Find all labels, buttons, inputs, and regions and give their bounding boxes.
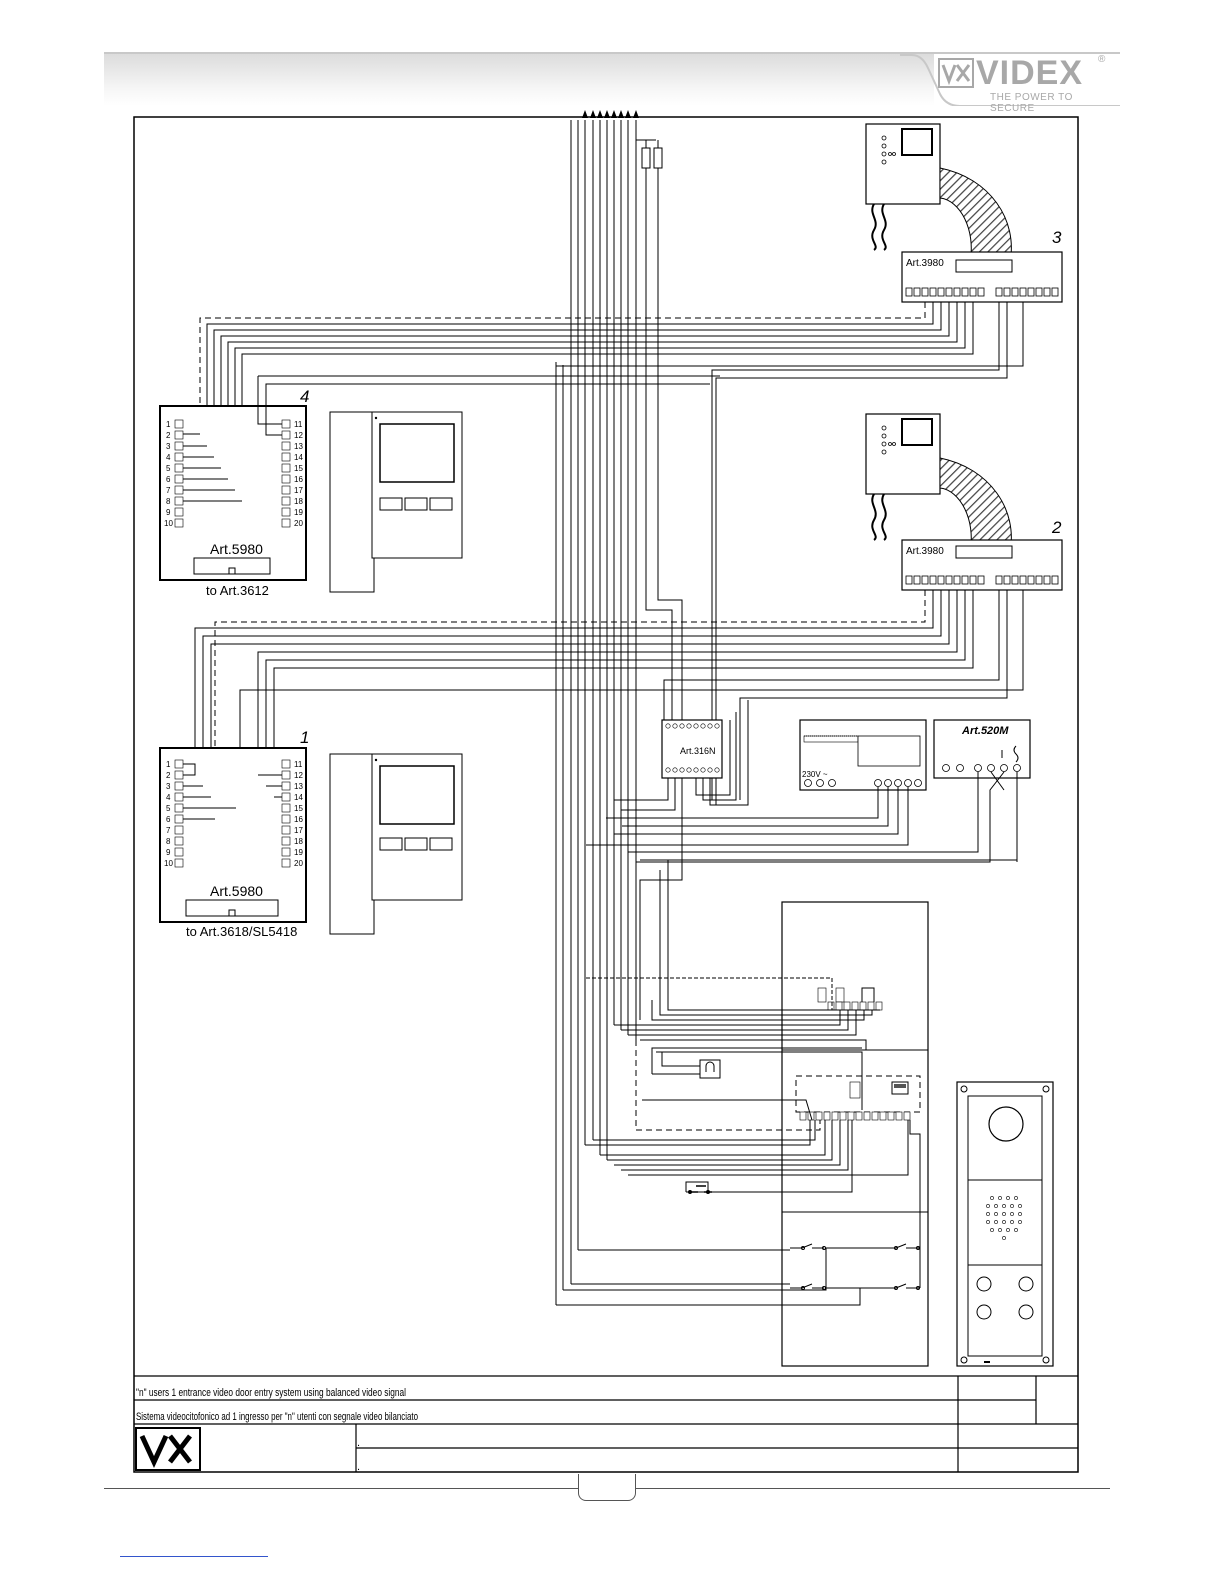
svg-text:18: 18 [294, 837, 303, 846]
svg-text:15: 15 [294, 464, 303, 473]
title-dot-2: . [357, 1461, 360, 1473]
unit-4-number: 4 [300, 387, 309, 406]
relay-520m [628, 719, 1031, 863]
svg-text:9: 9 [166, 848, 171, 857]
unit-1-terminals-left: 1 2 3 4 5 6 7 8 9 10 [164, 760, 173, 868]
svg-text:5: 5 [166, 464, 171, 473]
wires-monitor-3 [199, 302, 1024, 805]
svg-text:1: 1 [166, 760, 171, 769]
svg-text:16: 16 [294, 475, 303, 484]
svg-text:5: 5 [166, 804, 171, 813]
wires-entrance [556, 860, 921, 1306]
svg-text:8: 8 [166, 497, 171, 506]
monitor-3-module: Art.3980 [906, 258, 944, 269]
unit-1-module: Art.5980 [210, 883, 263, 899]
unit-4-terminals-left: 1 2 3 4 5 6 7 8 9 10 [164, 420, 173, 528]
bottom-link-underline [120, 1556, 268, 1557]
svg-text:6: 6 [166, 815, 171, 824]
svg-text:12: 12 [294, 431, 303, 440]
monitor-2-number: 2 [1051, 518, 1062, 537]
unit-1-panel [159, 747, 307, 923]
unit-4-panel [159, 376, 710, 581]
svg-text:9: 9 [166, 508, 171, 517]
entrance-wiring-box [781, 901, 929, 1367]
svg-text:1: 1 [166, 420, 171, 429]
svg-text:10: 10 [164, 859, 173, 868]
unit-4-terminals-right: 11 12 13 14 15 16 17 18 19 20 [294, 420, 303, 528]
videx-logo: VIDEX ® THE POWER TO SECURE [938, 54, 1108, 114]
monitor-2 [865, 413, 1063, 591]
svg-text:20: 20 [294, 519, 303, 528]
terminator-resistors [641, 140, 683, 720]
svg-text:20: 20 [294, 859, 303, 868]
svg-text:14: 14 [294, 453, 303, 462]
title-block-frame [134, 1375, 1078, 1472]
svg-text:17: 17 [294, 826, 303, 835]
svg-text:13: 13 [294, 442, 303, 451]
svg-text:7: 7 [166, 826, 171, 835]
unit-1-subtitle: to Art.3618/SL5418 [186, 924, 297, 939]
videophone-4 [329, 411, 463, 593]
riser-arrows [582, 110, 639, 118]
page-number-tab [578, 1474, 636, 1501]
relay-module: Art.520M [961, 725, 1009, 737]
svg-text:15: 15 [294, 804, 303, 813]
svg-text:3: 3 [166, 782, 171, 791]
distributor-module: Art.316N [680, 746, 716, 756]
svg-text:8: 8 [166, 837, 171, 846]
svg-text:17: 17 [294, 486, 303, 495]
svg-text:18: 18 [294, 497, 303, 506]
monitor-3 [865, 123, 1063, 303]
svg-text:11: 11 [294, 760, 303, 769]
registered-mark: ® [1098, 54, 1106, 65]
svg-text:19: 19 [294, 848, 303, 857]
videophone-1 [329, 753, 463, 935]
psu-label: 230V ~ [802, 770, 828, 779]
svg-text:7: 7 [166, 486, 171, 495]
door-panel [956, 1081, 1054, 1367]
unit-1-number: 1 [300, 728, 309, 747]
brand-tagline: THE POWER TO SECURE [990, 92, 1073, 114]
distributor-316n [614, 700, 749, 1020]
svg-text:14: 14 [294, 793, 303, 802]
title-english: "n" users 1 entrance video door entry sy… [136, 1387, 406, 1399]
lock-icon [699, 1059, 721, 1079]
svg-text:11: 11 [294, 420, 303, 429]
svg-text:3: 3 [166, 442, 171, 451]
header-band [104, 52, 934, 106]
svg-text:4: 4 [166, 453, 171, 462]
unit-1-terminals-right: 11 12 13 14 15 16 17 18 19 20 [294, 760, 303, 868]
svg-text:16: 16 [294, 815, 303, 824]
power-supply [586, 719, 927, 846]
unit-4-subtitle: to Art.3612 [206, 583, 269, 598]
svg-text:13: 13 [294, 782, 303, 791]
brand-name: VIDEX [976, 54, 1084, 92]
vx-logo-icon [938, 58, 974, 88]
svg-text:2: 2 [166, 431, 171, 440]
svg-text:2: 2 [166, 771, 171, 780]
title-italian: Sistema videocitofonico ad 1 ingresso pe… [136, 1411, 418, 1423]
monitor-2-module: Art.3980 [906, 546, 944, 557]
svg-text:19: 19 [294, 508, 303, 517]
riser-bus [555, 120, 637, 1305]
unit-4-module: Art.5980 [210, 541, 263, 557]
title-block-logo [135, 1427, 201, 1471]
title-dot-1: . [357, 1437, 360, 1449]
svg-text:12: 12 [294, 771, 303, 780]
svg-text:4: 4 [166, 793, 171, 802]
svg-text:10: 10 [164, 519, 173, 528]
header-tab-curve [900, 52, 1120, 106]
exit-button-icon [688, 1185, 712, 1194]
monitor-3-number: 3 [1052, 228, 1062, 247]
svg-text:6: 6 [166, 475, 171, 484]
